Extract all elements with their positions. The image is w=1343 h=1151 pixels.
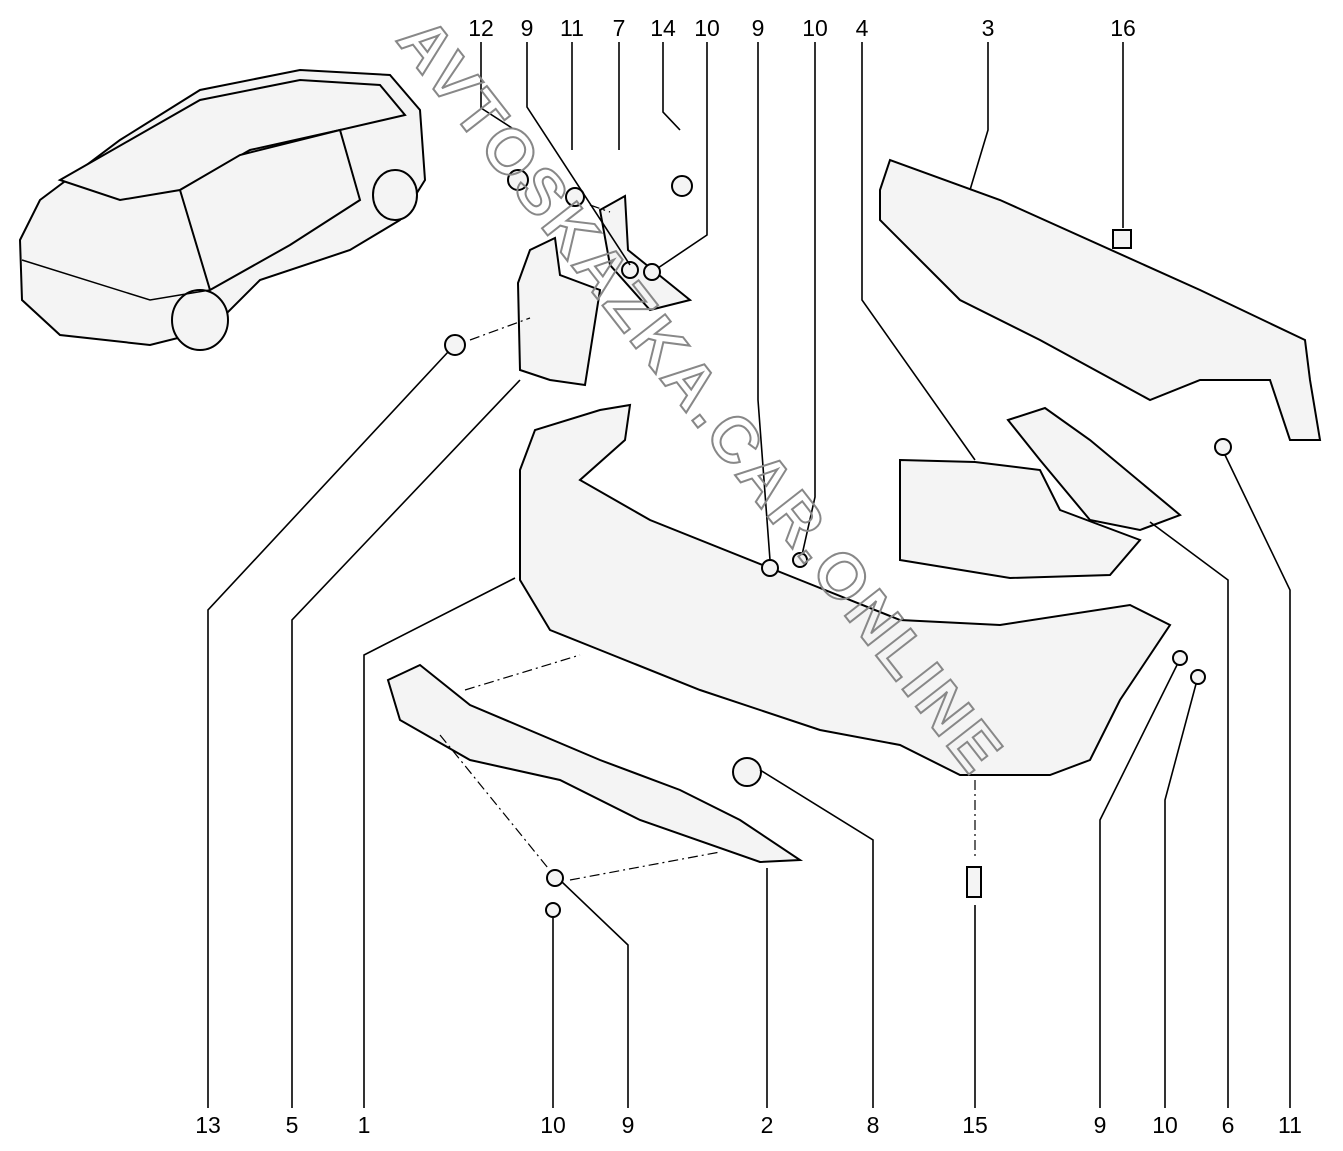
callout-10: 10 bbox=[802, 15, 828, 41]
part-2-lower-diffuser[interactable] bbox=[386, 663, 804, 864]
part-16-clip[interactable] bbox=[1112, 229, 1132, 249]
callout-1: 1 bbox=[358, 1112, 371, 1138]
callout-9: 9 bbox=[1094, 1112, 1107, 1138]
callout-7: 7 bbox=[613, 15, 626, 41]
callout-2: 2 bbox=[761, 1112, 774, 1138]
callout-5: 5 bbox=[286, 1112, 299, 1138]
part-4-cover[interactable] bbox=[899, 458, 1142, 580]
callout-10: 10 bbox=[1152, 1112, 1178, 1138]
callout-14: 14 bbox=[650, 15, 676, 41]
callout-10: 10 bbox=[694, 15, 720, 41]
callout-8: 8 bbox=[867, 1112, 880, 1138]
fasteners bbox=[444, 169, 1232, 918]
part-7-bracket[interactable] bbox=[598, 194, 693, 312]
callout-4: 4 bbox=[856, 15, 869, 41]
callout-16: 16 bbox=[1110, 15, 1136, 41]
callout-11: 11 bbox=[1278, 1112, 1302, 1138]
callout-3: 3 bbox=[982, 15, 995, 41]
leader-lines bbox=[207, 42, 1291, 1108]
callout-10: 10 bbox=[540, 1112, 566, 1138]
part-6-bracket[interactable] bbox=[1006, 406, 1182, 532]
part-1-rear-bumper[interactable] bbox=[519, 403, 1172, 776]
callout-13: 13 bbox=[195, 1112, 221, 1138]
part-5-side-bracket[interactable] bbox=[516, 236, 602, 387]
part-3-impact-absorber[interactable] bbox=[879, 158, 1322, 441]
callout-11: 11 bbox=[560, 15, 584, 41]
bottom-callouts: 13 5 1 10 9 2 8 15 9 10 6 11 bbox=[195, 1112, 1302, 1138]
callout-6: 6 bbox=[1222, 1112, 1235, 1138]
car-overview-illustration bbox=[18, 68, 427, 351]
callout-15: 15 bbox=[962, 1112, 988, 1138]
callout-9: 9 bbox=[752, 15, 765, 41]
callout-12: 12 bbox=[468, 15, 494, 41]
top-callouts: 12 9 11 7 14 10 9 10 4 3 16 bbox=[468, 15, 1136, 41]
callout-9: 9 bbox=[622, 1112, 635, 1138]
callout-9: 9 bbox=[521, 15, 534, 41]
